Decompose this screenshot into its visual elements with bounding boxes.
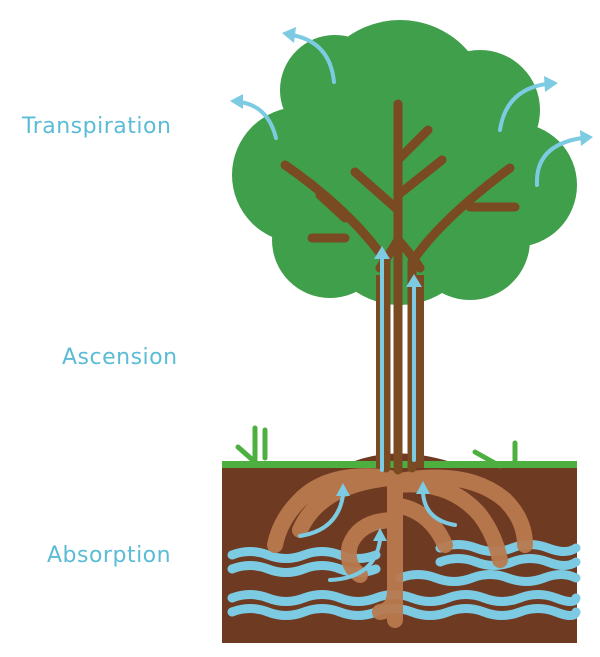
arrow-icon [282, 27, 296, 43]
groundwater-layers [227, 540, 581, 620]
arrow-icon [336, 483, 350, 496]
ascension-arrowheads [374, 246, 422, 287]
grass-tufts [235, 425, 518, 469]
absorption-arrows [298, 491, 457, 582]
absorption-arrowheads [336, 481, 430, 541]
ascension-label: Ascension [62, 345, 178, 370]
arrow-icon [416, 481, 430, 494]
arrow-icon [230, 94, 243, 109]
arrow-icon [406, 274, 422, 287]
arrow-icon [373, 528, 387, 541]
transpiration-arrows [238, 33, 584, 187]
transpiration-arrowheads [230, 27, 593, 146]
arrow-icon [580, 130, 593, 146]
arrow-icon [374, 246, 390, 259]
transpiration-label: Transpiration [22, 114, 172, 139]
branches [280, 99, 520, 475]
ascension-arrows [380, 253, 416, 472]
absorption-label: Absorption [47, 543, 172, 568]
arrow-icon [544, 76, 558, 92]
